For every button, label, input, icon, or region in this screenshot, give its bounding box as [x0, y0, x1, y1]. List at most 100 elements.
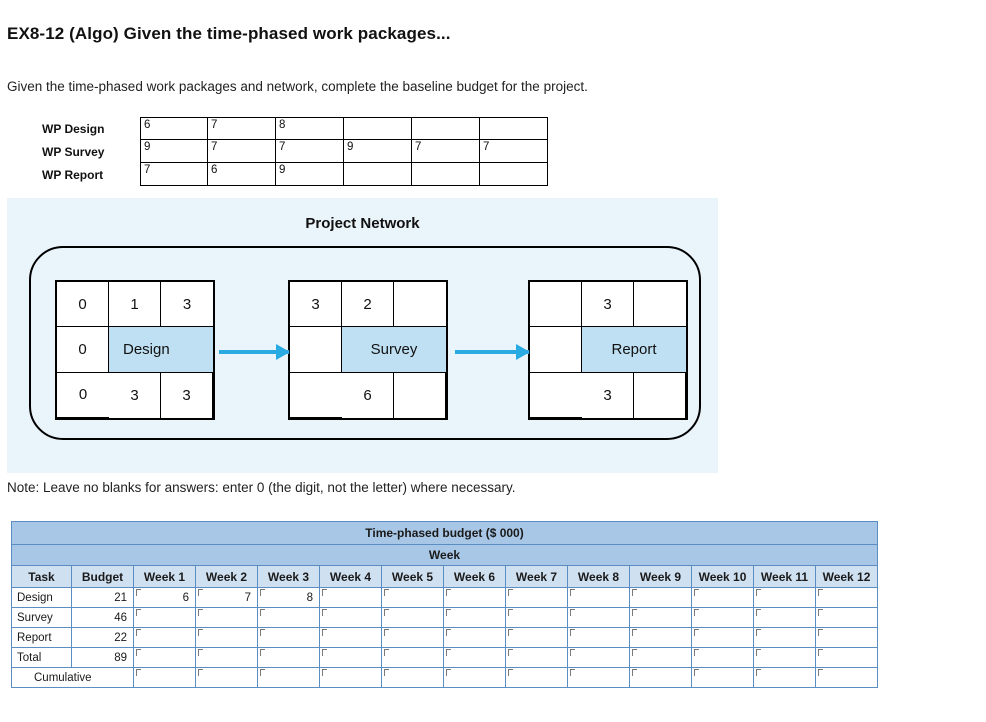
budget-input-cell[interactable]	[195, 627, 258, 648]
budget-input-cell[interactable]	[443, 667, 506, 688]
node-cell-dur: 2	[342, 282, 394, 328]
budget-input-cell[interactable]	[815, 627, 878, 648]
budget-week-group-header: Week	[11, 544, 878, 566]
node-cell-lf	[634, 372, 686, 418]
budget-input-cell[interactable]	[443, 647, 506, 668]
cell-corner-icon	[198, 609, 203, 616]
budget-input-cell[interactable]	[505, 607, 568, 628]
wp-cell-value: 7	[279, 141, 286, 153]
budget-input-cell[interactable]	[319, 627, 382, 648]
network-title: Project Network	[305, 215, 420, 232]
wp-cells: 6 7 8	[140, 117, 548, 140]
budget-input-cell[interactable]	[753, 667, 816, 688]
budget-input-cell[interactable]	[381, 607, 444, 628]
budget-input-cell[interactable]	[133, 647, 196, 668]
budget-input-cell[interactable]	[629, 627, 692, 648]
budget-input-cell[interactable]	[257, 607, 320, 628]
col-header-week-4: Week 4	[319, 565, 382, 588]
budget-input-cell[interactable]	[815, 647, 878, 668]
budget-table-body: Design 21 6 7 8 Survey 46	[11, 587, 878, 688]
budget-input-cell[interactable]	[505, 667, 568, 688]
budget-input-cell[interactable]	[195, 667, 258, 688]
budget-input-cell[interactable]	[257, 627, 320, 648]
budget-input-cell[interactable]	[133, 667, 196, 688]
budget-input-cell[interactable]	[753, 587, 816, 608]
cell-corner-icon	[632, 649, 637, 656]
budget-input-cell[interactable]	[815, 587, 878, 608]
cell-corner-icon	[322, 589, 327, 596]
budget-input-cell[interactable]	[815, 607, 878, 628]
budget-weekgroup-row: Week	[11, 544, 878, 566]
budget-input-cell[interactable]	[753, 627, 816, 648]
budget-input-cell[interactable]: 6	[133, 587, 196, 608]
node-cell-ef	[394, 282, 446, 328]
budget-input-cell[interactable]	[567, 587, 630, 608]
wp-cell: 9	[276, 163, 344, 186]
budget-input-cell[interactable]	[133, 607, 196, 628]
budget-input-cell[interactable]	[629, 667, 692, 688]
budget-input-cell[interactable]	[319, 667, 382, 688]
budget-input-cell[interactable]	[257, 647, 320, 668]
wp-cell-value: 9	[347, 141, 354, 153]
col-header-budget: Budget	[71, 565, 134, 588]
cell-corner-icon	[260, 629, 265, 636]
budget-input-cell[interactable]: 7	[195, 587, 258, 608]
budget-input-cell[interactable]	[567, 607, 630, 628]
budget-input-cell[interactable]	[629, 607, 692, 628]
cell-corner-icon	[198, 629, 203, 636]
budget-input-cell[interactable]	[567, 627, 630, 648]
budget-input-cell[interactable]	[195, 647, 258, 668]
budget-input-cell[interactable]	[381, 667, 444, 688]
row-task-label: Survey	[11, 607, 72, 628]
node-cell-slack	[530, 327, 582, 373]
wp-cell-value: 9	[279, 164, 286, 176]
budget-input-cell[interactable]	[381, 647, 444, 668]
cell-corner-icon	[632, 589, 637, 596]
col-header-week-12: Week 12	[815, 565, 878, 588]
budget-input-cell[interactable]	[691, 627, 754, 648]
node-cell-es: 3	[290, 282, 342, 328]
cell-corner-icon	[384, 609, 389, 616]
budget-input-cell[interactable]	[629, 587, 692, 608]
budget-input-cell[interactable]	[505, 627, 568, 648]
budget-input-cell[interactable]	[753, 647, 816, 668]
time-phased-budget-table: Time-phased budget ($ 000) Week Task Bud…	[11, 521, 878, 688]
budget-input-cell[interactable]	[753, 607, 816, 628]
wp-label: WP Survey	[42, 144, 105, 159]
col-header-week-11: Week 11	[753, 565, 816, 588]
budget-input-cell[interactable]	[195, 607, 258, 628]
budget-input-cell[interactable]	[691, 647, 754, 668]
node-cell-slack	[290, 327, 342, 373]
cell-corner-icon	[198, 669, 203, 676]
cell-corner-icon	[260, 609, 265, 616]
budget-input-cell[interactable]	[691, 587, 754, 608]
cell-corner-icon	[632, 669, 637, 676]
budget-input-cell[interactable]	[443, 607, 506, 628]
budget-input-cell[interactable]	[319, 607, 382, 628]
budget-input-cell[interactable]	[505, 647, 568, 668]
budget-input-cell[interactable]	[257, 667, 320, 688]
budget-input-cell[interactable]	[629, 647, 692, 668]
budget-input-cell[interactable]	[505, 587, 568, 608]
budget-input-cell[interactable]	[567, 667, 630, 688]
row-budget-value: 89	[71, 647, 134, 668]
budget-input-cell[interactable]	[133, 627, 196, 648]
budget-input-cell[interactable]	[443, 587, 506, 608]
cell-corner-icon	[694, 629, 699, 636]
budget-input-cell[interactable]	[691, 667, 754, 688]
col-header-task: Task	[11, 565, 72, 588]
budget-input-cell[interactable]	[319, 647, 382, 668]
wp-cell: 7	[480, 140, 548, 163]
budget-input-cell[interactable]	[815, 667, 878, 688]
budget-input-cell[interactable]: 8	[257, 587, 320, 608]
wp-cell	[412, 163, 480, 186]
budget-input-cell[interactable]	[691, 607, 754, 628]
cell-corner-icon	[694, 609, 699, 616]
budget-input-cell[interactable]	[319, 587, 382, 608]
budget-input-cell[interactable]	[567, 647, 630, 668]
cell-corner-icon	[446, 629, 451, 636]
budget-input-cell[interactable]	[381, 627, 444, 648]
row-budget-value: 22	[71, 627, 134, 648]
budget-input-cell[interactable]	[381, 587, 444, 608]
budget-input-cell[interactable]	[443, 627, 506, 648]
